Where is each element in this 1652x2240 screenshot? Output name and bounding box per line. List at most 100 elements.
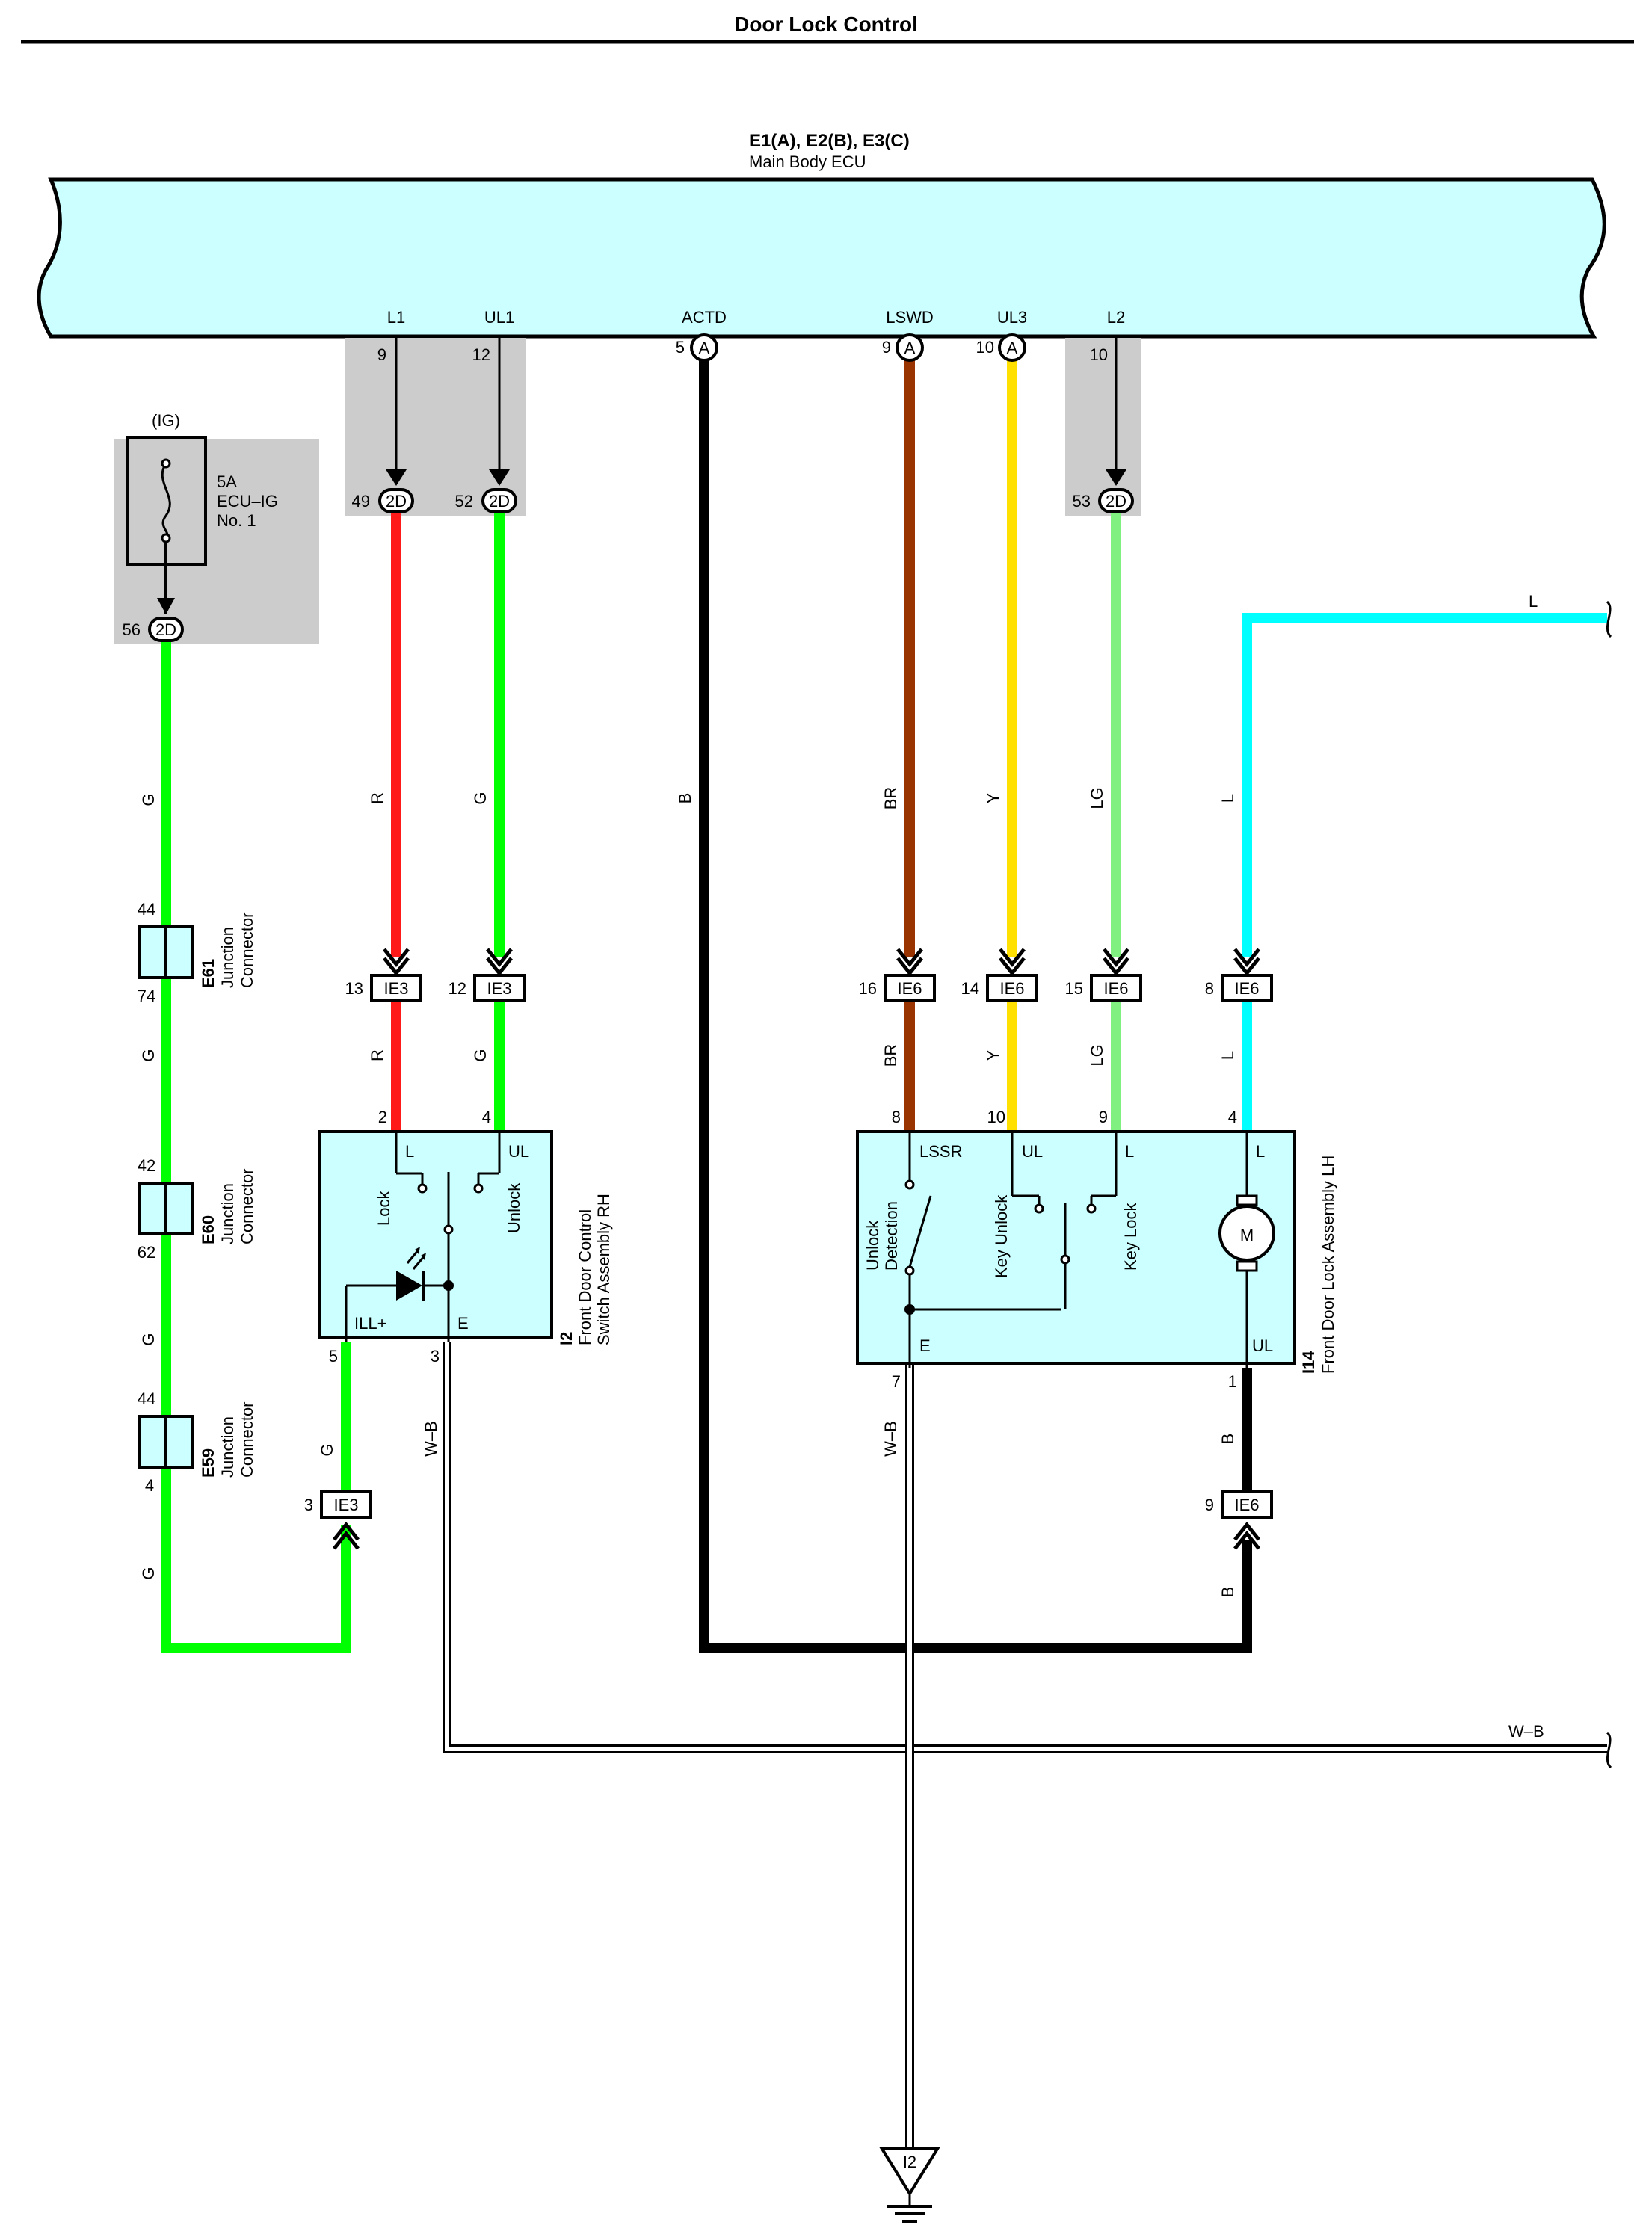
terminal-ul1-label: UL1 (484, 308, 514, 327)
arrow-l1-icon (386, 469, 407, 486)
svg-text:8: 8 (892, 1108, 901, 1126)
svg-text:L: L (1125, 1142, 1134, 1161)
wire-label-lg-2: LG (1088, 1044, 1106, 1066)
svg-text:14: 14 (961, 979, 979, 998)
junction-connector-e60: 42 62 E60 Junction Connector (138, 1156, 256, 1262)
svg-text:LSSR: LSSR (919, 1142, 962, 1161)
wire-label-wb-lh: W–B (881, 1421, 900, 1457)
svg-text:53: 53 (1073, 492, 1091, 510)
junction-connector-e59: 44 4 E59 Junction Connector (138, 1389, 256, 1495)
svg-text:56: 56 (123, 620, 141, 639)
svg-text:2: 2 (378, 1108, 387, 1126)
svg-text:Connector: Connector (238, 912, 256, 988)
front-door-control-switch-rh[interactable]: 2 4 5 3 L UL ILL+ E Lock Unlock (318, 1108, 553, 1366)
fuse-icon (161, 463, 171, 540)
fuse-number: No. 1 (217, 511, 256, 530)
wire-label-br-2: BR (881, 1044, 900, 1067)
svg-text:Connector: Connector (238, 1168, 256, 1244)
svg-text:44: 44 (138, 1389, 155, 1408)
switch-rh-name1: Front Door Control (576, 1209, 594, 1345)
svg-text:10: 10 (987, 1108, 1005, 1126)
connector-a-lswd: A (896, 333, 924, 362)
svg-text:UL: UL (1252, 1336, 1273, 1355)
connector-a-ul3: A (998, 333, 1026, 362)
pin-actd: 5 (676, 338, 685, 357)
switch-rh-name2: Switch Assembly RH (594, 1194, 613, 1345)
svg-text:16: 16 (859, 979, 877, 998)
junction-block-area-1 (345, 338, 526, 516)
ie-connector-ie6-9: IE6 9 (1205, 1490, 1273, 1550)
svg-text:4: 4 (482, 1108, 491, 1126)
wire-l-upper (1242, 613, 1607, 957)
svg-text:ILL+: ILL+ (354, 1314, 386, 1333)
wire-break-l-icon (1606, 600, 1612, 638)
fuse-arrow-icon (157, 598, 175, 614)
svg-text:Key Unlock: Key Unlock (992, 1194, 1011, 1278)
svg-text:3: 3 (431, 1347, 440, 1366)
front-door-lock-assembly-lh[interactable]: 8 10 9 4 7 1 LSSR UL L L E UL (856, 1108, 1296, 1391)
wire-label-b-2: B (1218, 1587, 1237, 1598)
connector-2d-49: 2D 49 (352, 488, 414, 513)
svg-text:Junction: Junction (218, 1416, 237, 1478)
svg-text:7: 7 (892, 1372, 901, 1391)
svg-text:2D: 2D (155, 620, 176, 639)
wire-label-g-1: G (139, 793, 158, 806)
svg-text:9: 9 (1099, 1108, 1108, 1126)
svg-text:UL: UL (508, 1142, 529, 1161)
svg-text:E61: E61 (199, 959, 218, 988)
ie-connector-ie6-16: IE6 16 (859, 948, 936, 1002)
svg-text:49: 49 (352, 492, 370, 510)
svg-text:A: A (699, 339, 710, 357)
pin-lswd: 9 (882, 338, 891, 357)
wire-label-y-2: Y (984, 1049, 1002, 1061)
wire-label-g-2: G (139, 1049, 158, 1061)
svg-text:12: 12 (449, 979, 466, 998)
svg-text:L: L (1256, 1142, 1265, 1161)
ecu-name: Main Body ECU (749, 152, 866, 171)
svg-text:3: 3 (304, 1496, 313, 1514)
svg-text:IE6: IE6 (897, 979, 922, 998)
svg-text:Detection: Detection (882, 1201, 901, 1271)
svg-text:42: 42 (138, 1156, 155, 1175)
motor-icon (1218, 1205, 1275, 1262)
junction-connector-e61: 44 74 E61 Junction Connector (138, 900, 256, 1005)
svg-text:E59: E59 (199, 1448, 218, 1478)
svg-text:E: E (919, 1336, 931, 1355)
svg-text:5: 5 (329, 1347, 338, 1366)
wire-label-g-4: G (139, 1567, 158, 1579)
svg-text:44: 44 (138, 900, 155, 919)
lock-lh-id: I14 (1299, 1351, 1318, 1374)
svg-text:52: 52 (455, 492, 473, 510)
svg-text:8: 8 (1205, 979, 1214, 998)
svg-text:I2: I2 (903, 2153, 916, 2171)
svg-text:Unlock: Unlock (505, 1182, 523, 1233)
svg-text:2D: 2D (386, 492, 407, 510)
fuse-name: ECU–IG (217, 492, 278, 510)
led-icon (396, 1271, 422, 1301)
wire-label-g-3: G (139, 1333, 158, 1345)
svg-text:2D: 2D (1106, 492, 1126, 510)
junction-block-area-2 (1065, 338, 1141, 516)
svg-text:2D: 2D (489, 492, 510, 510)
ig-label: (IG) (152, 411, 180, 430)
ground-i2: I2 (879, 2147, 940, 2223)
connector-2d-52: 2D 52 (455, 488, 517, 513)
svg-text:IE6: IE6 (1234, 979, 1259, 998)
wire-label-wb-right: W–B (1508, 1722, 1544, 1741)
wire-label-r-2: R (368, 1049, 386, 1061)
connector-2d-56: 2D 56 (123, 617, 184, 642)
wire-label-lg-1: LG (1088, 787, 1106, 809)
svg-text:IE3: IE3 (333, 1496, 358, 1514)
svg-text:Connector: Connector (238, 1401, 256, 1478)
svg-text:IE6: IE6 (999, 979, 1024, 998)
switch-rh-id: I2 (557, 1332, 576, 1345)
terminal-actd-label: ACTD (682, 308, 727, 327)
svg-text:E: E (457, 1314, 469, 1333)
svg-text:4: 4 (145, 1476, 154, 1495)
main-body-ecu[interactable] (37, 177, 1606, 339)
svg-text:Key Lock: Key Lock (1121, 1203, 1140, 1271)
terminal-ul3-label: UL3 (997, 308, 1027, 327)
terminal-l2-label: L2 (1107, 308, 1125, 327)
wire-label-l-right: L (1529, 592, 1538, 611)
svg-text:74: 74 (138, 987, 155, 1005)
